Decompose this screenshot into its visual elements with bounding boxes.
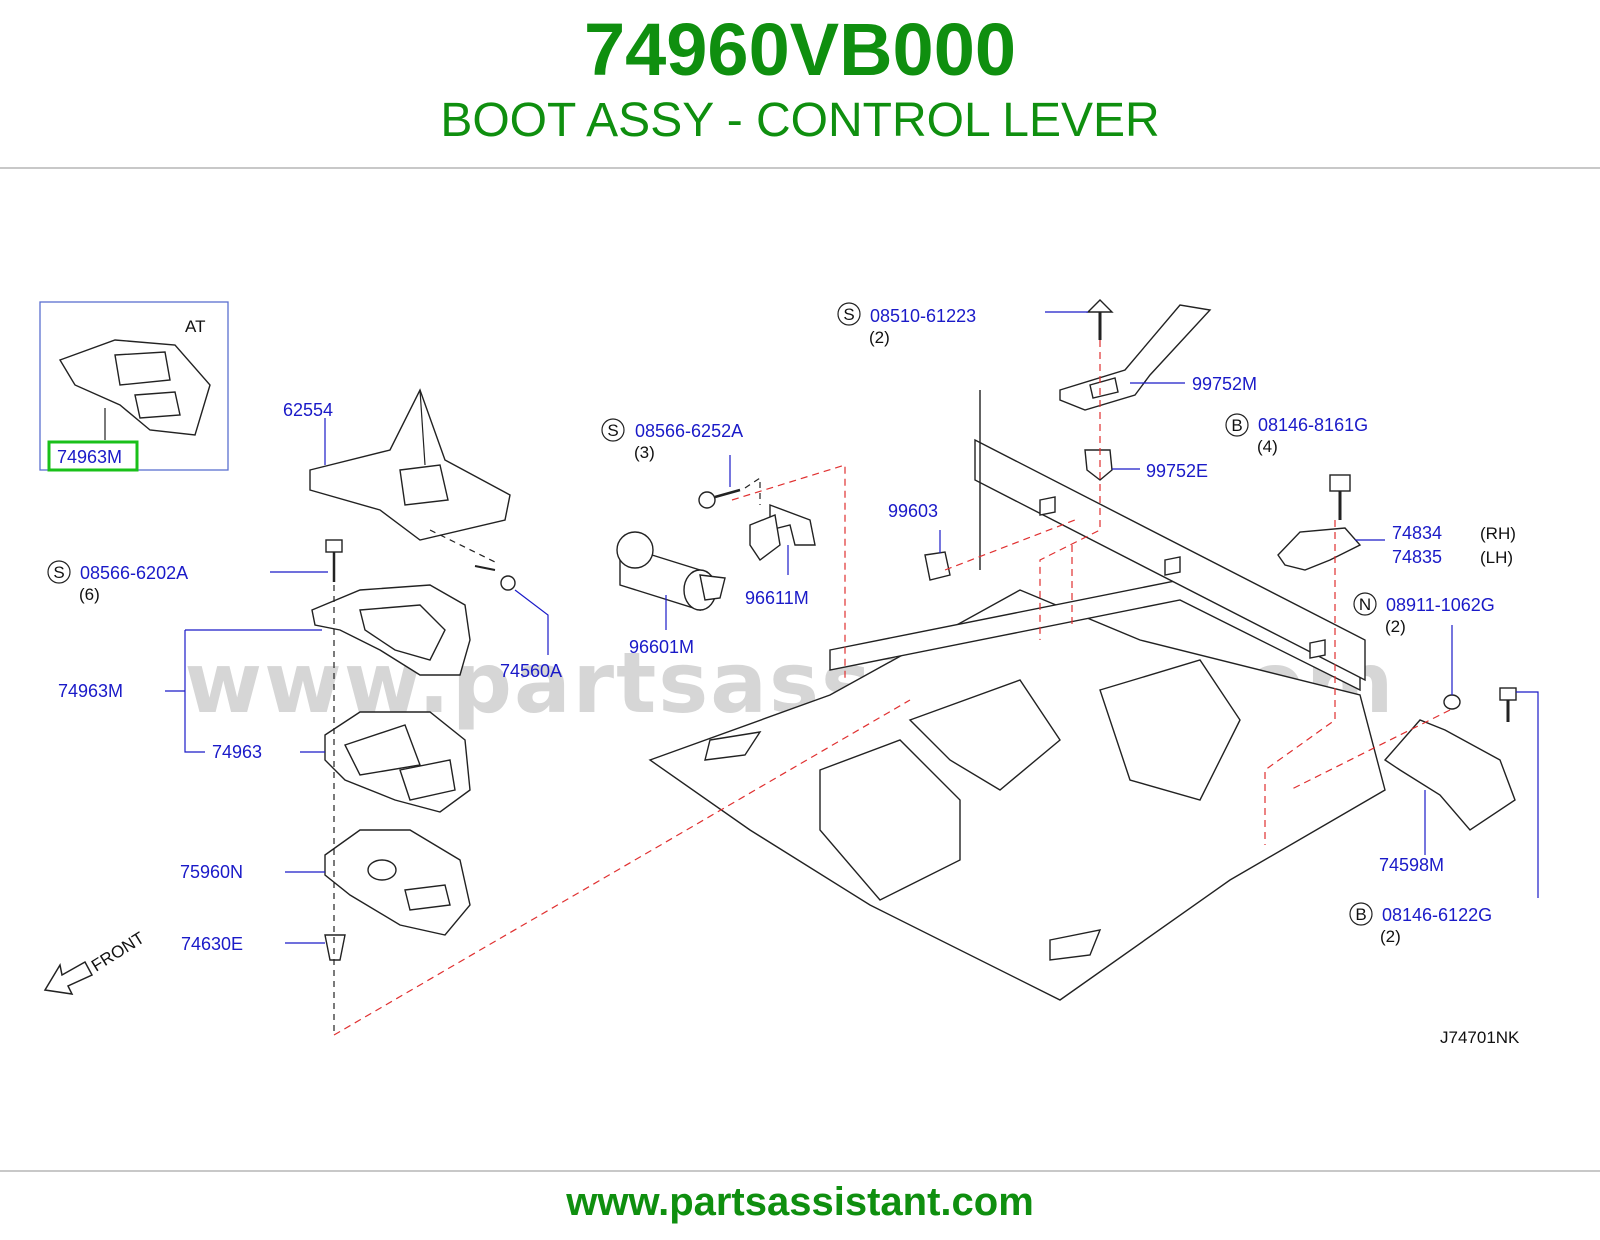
page-header: 74960VB000 BOOT ASSY - CONTROL LEVER xyxy=(0,0,1600,170)
label-62554[interactable]: 62554 xyxy=(283,400,333,420)
part-name-subtitle: BOOT ASSY - CONTROL LEVER xyxy=(440,94,1160,147)
label-08566-6202A[interactable]: 08566-6202A xyxy=(80,563,188,583)
code-s1: S xyxy=(53,563,64,582)
label-08566-6252A[interactable]: 08566-6252A xyxy=(635,421,743,441)
inset-label: AT xyxy=(185,317,205,336)
code-circle-s1 xyxy=(47,560,71,584)
label-74834[interactable]: 74834 xyxy=(1392,523,1442,543)
qty-08566-6202A: (6) xyxy=(79,585,100,604)
code-circle-n1 xyxy=(1353,592,1377,616)
label-96611M[interactable]: 96611M xyxy=(745,588,809,608)
leader-08146-6122G xyxy=(1516,691,1539,898)
front-label: FRONT xyxy=(88,928,148,975)
side-74835: (LH) xyxy=(1480,548,1513,567)
header-divider xyxy=(0,167,1600,169)
label-08911-1062G[interactable]: 08911-1062G xyxy=(1386,595,1495,615)
clip-99752E-drawing xyxy=(1084,449,1113,481)
code-n1: N xyxy=(1359,595,1371,614)
strap-99752M-drawing xyxy=(1059,304,1212,411)
bolt-08146-6122G-drawing xyxy=(1499,687,1517,722)
screw-08566-6252A-drawing xyxy=(698,488,741,509)
qty-08146-6122G: (2) xyxy=(1380,927,1401,946)
clip-99603-drawing xyxy=(924,551,951,581)
screw-08510-61223-drawing xyxy=(1086,299,1114,340)
code-s2: S xyxy=(607,421,618,440)
code-circle-b1 xyxy=(1225,413,1249,437)
label-08146-8161G[interactable]: 08146-8161G xyxy=(1258,415,1368,435)
footer-url-link[interactable]: www.partsassistant.com xyxy=(566,1180,1034,1224)
bracket-74834-drawing xyxy=(1277,527,1362,571)
bolt-08146-8161G-drawing xyxy=(1329,474,1351,520)
label-74598M[interactable]: 74598M xyxy=(1379,855,1444,875)
inset-bracket-drawing xyxy=(58,339,211,440)
qty-08566-6252A: (3) xyxy=(634,443,655,462)
front-arrow-icon xyxy=(43,960,94,995)
boot-62554-drawing xyxy=(309,388,511,541)
label-74630E[interactable]: 74630E xyxy=(181,934,243,954)
qty-08510-61223: (2) xyxy=(869,328,890,347)
screw-74560A-drawing xyxy=(474,565,516,591)
label-74560A[interactable]: 74560A xyxy=(500,661,562,681)
floor-panel-drawing xyxy=(648,390,1386,1001)
label-74963[interactable]: 74963 xyxy=(212,742,262,762)
screw-08566-6202A-drawing xyxy=(325,539,343,582)
part-number-title: 74960VB000 xyxy=(583,8,1017,91)
bracket-74963M-drawing xyxy=(311,584,471,676)
label-99752M[interactable]: 99752M xyxy=(1192,374,1257,394)
label-99603[interactable]: 99603 xyxy=(888,501,938,521)
qty-08911-1062G: (2) xyxy=(1385,617,1406,636)
footer-divider xyxy=(0,1170,1600,1172)
label-75960N[interactable]: 75960N xyxy=(180,862,243,882)
diagram-code: J74701NK xyxy=(1440,1028,1520,1047)
label-74963M[interactable]: 74963M xyxy=(58,681,123,701)
canister-96601M-drawing xyxy=(616,531,726,611)
label-08146-6122G[interactable]: 08146-6122G xyxy=(1382,905,1492,925)
assembly-lines xyxy=(333,340,1451,1036)
code-circle-s3 xyxy=(837,302,861,326)
side-74834: (RH) xyxy=(1480,524,1516,543)
label-74835[interactable]: 74835 xyxy=(1392,547,1442,567)
code-circle-b2 xyxy=(1349,902,1373,926)
bracket-74598M-drawing xyxy=(1383,719,1516,831)
code-b1: B xyxy=(1231,416,1242,435)
inset-part-label[interactable]: 74963M xyxy=(57,447,122,467)
label-96601M[interactable]: 96601M xyxy=(629,637,694,657)
label-99752E[interactable]: 99752E xyxy=(1146,461,1208,481)
qty-08146-8161G: (4) xyxy=(1257,437,1278,456)
highlight-box xyxy=(47,440,139,472)
code-circle-s2 xyxy=(601,418,625,442)
code-s3: S xyxy=(843,305,854,324)
bracket-74963-drawing xyxy=(324,711,471,813)
nut-08911-1062G-drawing xyxy=(1443,694,1461,710)
leader-74560A xyxy=(514,589,549,655)
leader-bracket-group xyxy=(184,630,205,753)
label-08510-61223[interactable]: 08510-61223 xyxy=(870,306,976,326)
clip-74630E-drawing xyxy=(324,934,346,961)
clamp-96611M-drawing xyxy=(749,503,816,562)
plate-75960N-drawing xyxy=(324,829,471,936)
code-b2: B xyxy=(1355,905,1366,924)
